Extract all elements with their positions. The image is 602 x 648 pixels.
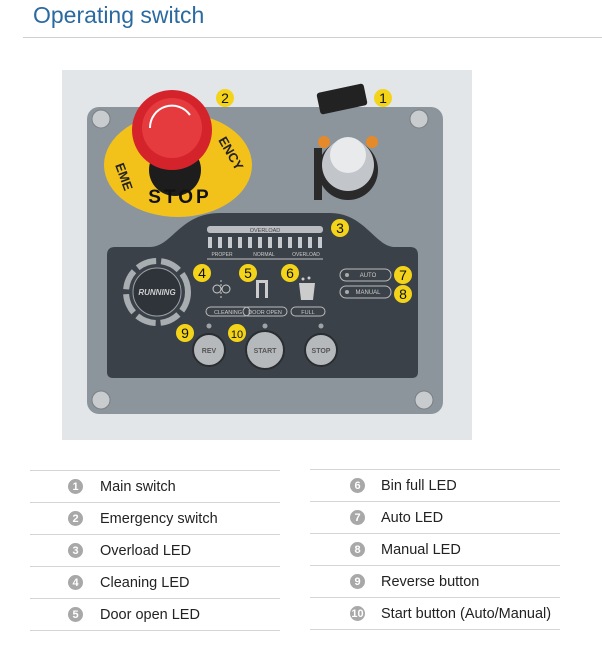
svg-text:MANUAL: MANUAL bbox=[355, 290, 381, 296]
number-badge-icon: 3 bbox=[68, 543, 83, 558]
key-switch bbox=[314, 83, 378, 200]
overload-led bbox=[248, 237, 252, 248]
overload-led bbox=[258, 237, 262, 248]
auto-led: AUTO bbox=[339, 268, 392, 282]
svg-text:6: 6 bbox=[286, 265, 294, 281]
overload-led bbox=[268, 237, 272, 248]
estop-label: STOP bbox=[148, 187, 211, 208]
title-divider bbox=[23, 37, 602, 38]
callout-2: 2 bbox=[216, 89, 234, 107]
overload-led bbox=[308, 237, 312, 248]
overload-led bbox=[208, 237, 212, 248]
page-title: Operating switch bbox=[33, 2, 205, 28]
svg-text:3: 3 bbox=[336, 220, 344, 236]
overload-led bbox=[228, 237, 232, 248]
door-icon bbox=[256, 280, 268, 298]
number-badge-icon: 6 bbox=[350, 478, 365, 493]
callout-3: 3 bbox=[331, 219, 349, 237]
start-button: START bbox=[245, 330, 285, 370]
svg-text:10: 10 bbox=[231, 329, 243, 341]
cleaning-icon bbox=[212, 280, 231, 300]
callout-1: 1 bbox=[374, 89, 392, 107]
callout-4: 4 bbox=[193, 264, 211, 282]
number-badge-icon: 8 bbox=[350, 542, 365, 557]
svg-text:REV: REV bbox=[202, 348, 217, 355]
svg-text:START: START bbox=[254, 348, 278, 355]
number-badge-icon: 5 bbox=[68, 607, 83, 622]
manual-led: MANUAL bbox=[339, 285, 392, 299]
svg-text:STOP: STOP bbox=[312, 348, 331, 355]
callout-6: 6 bbox=[281, 264, 299, 282]
running-indicator: RUNNING bbox=[123, 258, 191, 326]
screw-icon bbox=[91, 109, 434, 410]
callout-7: 7 bbox=[394, 266, 412, 284]
svg-text:OVERLOAD: OVERLOAD bbox=[292, 252, 320, 258]
stop-button: STOP bbox=[304, 333, 338, 367]
number-badge-icon: 7 bbox=[350, 510, 365, 525]
number-badge-icon: 10 bbox=[350, 606, 365, 621]
number-badge-icon: 4 bbox=[68, 575, 83, 590]
svg-text:5: 5 bbox=[244, 265, 252, 281]
svg-text:4: 4 bbox=[198, 265, 206, 281]
overload-header: OVERLOAD bbox=[250, 228, 281, 234]
svg-text:1: 1 bbox=[379, 90, 387, 106]
rev-button: REV bbox=[192, 333, 226, 367]
callout-9: 9 bbox=[176, 324, 194, 342]
callout-markers: 1 2 3 4 5 6 7 8 9 10 bbox=[176, 89, 412, 342]
cleaning-label: CLEANING bbox=[214, 310, 242, 316]
svg-text:9: 9 bbox=[181, 325, 189, 341]
number-badge-icon: 1 bbox=[68, 479, 83, 494]
overload-led bbox=[218, 237, 222, 248]
overload-led bbox=[318, 237, 322, 248]
callout-5: 5 bbox=[239, 264, 257, 282]
operating-panel-photo: EME ENCY STOP OVERLOAD PROPER NORMAL OVE… bbox=[62, 70, 472, 440]
svg-text:8: 8 bbox=[399, 286, 407, 302]
bin-full-icon bbox=[299, 276, 315, 300]
svg-text:7: 7 bbox=[399, 267, 407, 283]
callout-8: 8 bbox=[394, 285, 412, 303]
overload-led bbox=[238, 237, 242, 248]
overload-led bbox=[288, 237, 292, 248]
number-badge-icon: 2 bbox=[68, 511, 83, 526]
svg-text:2: 2 bbox=[221, 90, 229, 106]
number-badge-icon: 9 bbox=[350, 574, 365, 589]
overload-led-bar bbox=[208, 237, 322, 248]
svg-text:AUTO: AUTO bbox=[360, 273, 377, 279]
svg-text:NORMAL: NORMAL bbox=[253, 252, 275, 258]
svg-text:PROPER: PROPER bbox=[211, 252, 233, 258]
overload-led bbox=[278, 237, 282, 248]
callout-10: 10 bbox=[228, 324, 246, 342]
door-open-label: DOOR OPEN bbox=[248, 310, 282, 316]
emergency-stop-switch: EME ENCY STOP bbox=[104, 90, 252, 217]
full-label: FULL bbox=[301, 310, 314, 316]
svg-text:RUNNING: RUNNING bbox=[138, 288, 175, 297]
overload-led bbox=[298, 237, 302, 248]
